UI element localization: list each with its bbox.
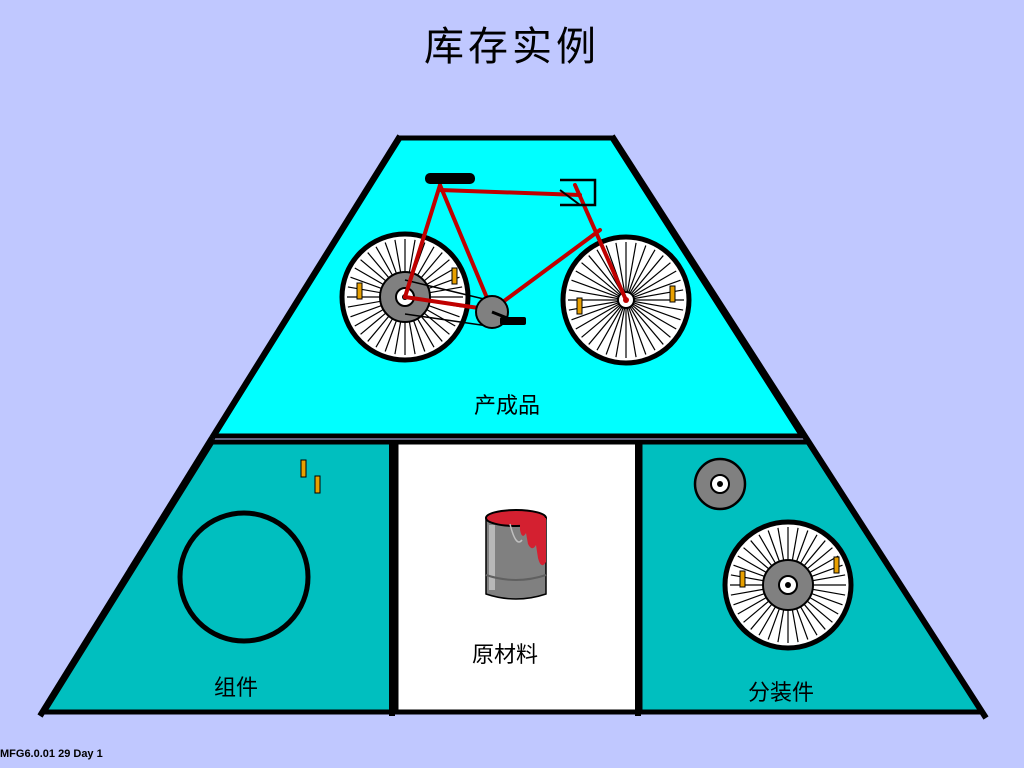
subassemblies-label: 分装件: [748, 681, 815, 706]
bicycle-icon: [339, 173, 692, 366]
slide-title: 库存实例: [424, 24, 600, 70]
spoked-wheel-icon: [722, 519, 854, 651]
paint-can-icon: [485, 509, 547, 600]
components-label: 组件: [214, 676, 259, 701]
slide-footer: MFG6.0.01 29 Day 1: [0, 748, 103, 760]
hub-icon: [693, 457, 747, 511]
raw-materials-label: 原材料: [472, 643, 539, 668]
finished-goods-label: 产成品: [474, 394, 541, 419]
wheel-rim-icon: [177, 459, 321, 644]
